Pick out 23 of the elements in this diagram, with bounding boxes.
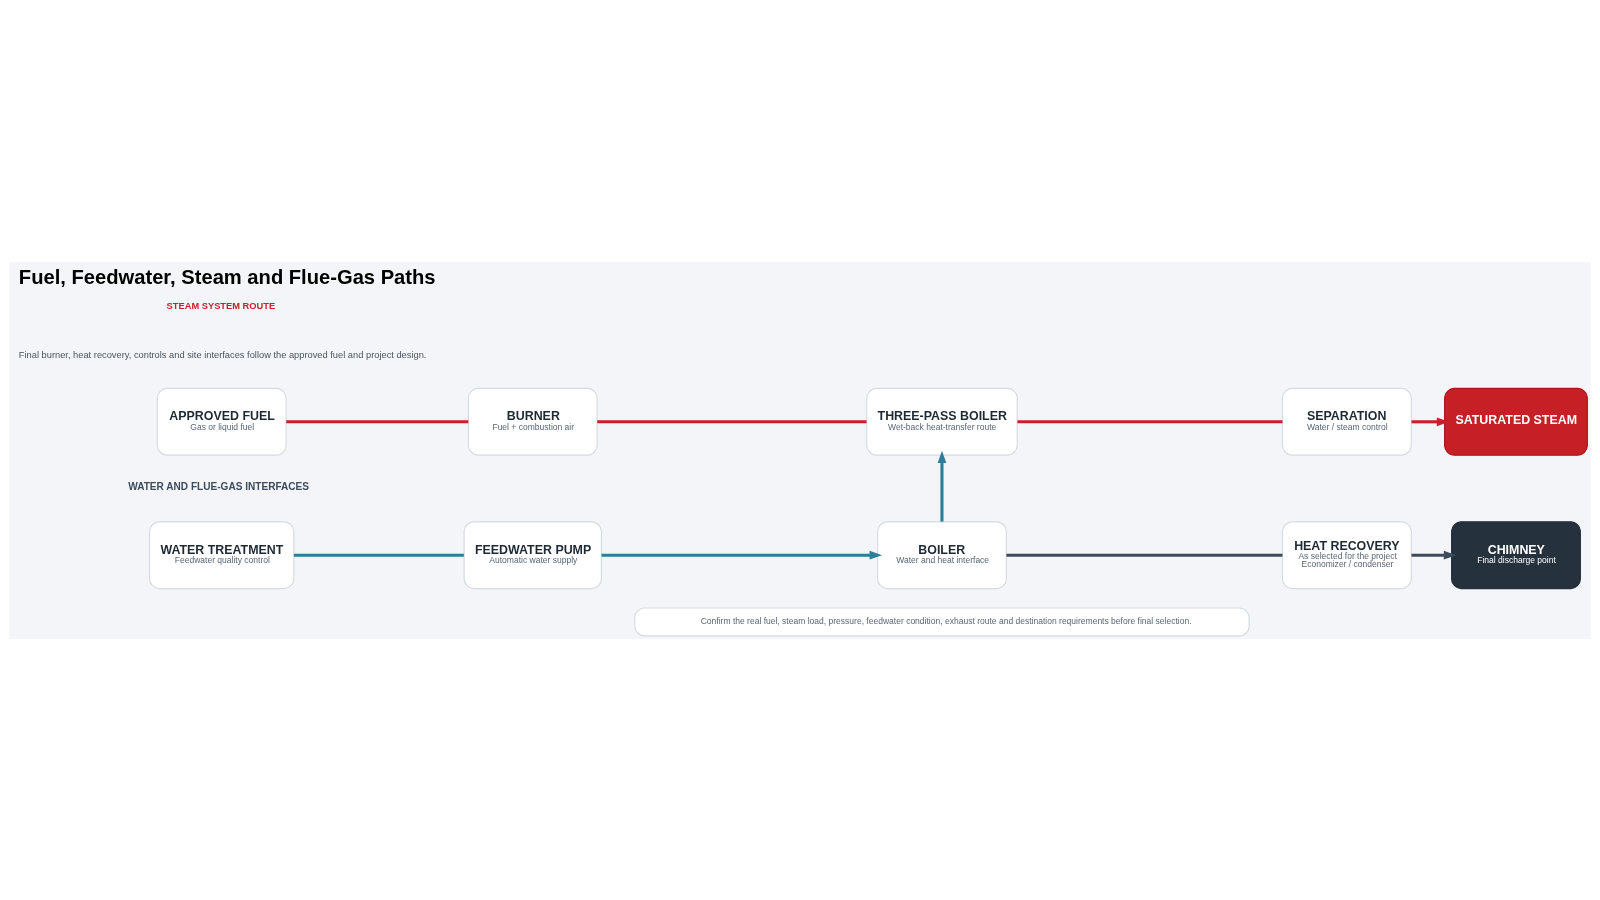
- label: Final burner, heat recovery, controls and site interfaces follow the approved fuel and project design.: [18, 348, 427, 359]
- node-box: Confirm the real fuel, steam load, pressure, feedwater condition, exhaust route and destination requirements before final selection.: [634, 606, 1250, 636]
- connector: [1017, 419, 1283, 423]
- node-box: THREE-PASS BOILER Wet-back heat-transfer route: [866, 387, 1018, 456]
- diagram-title: Fuel, Feedwater, Steam and Flue-Gas Paths: [18, 265, 436, 288]
- label: STEAM SYSTEM ROUTE: [166, 300, 276, 311]
- connector: [286, 419, 469, 423]
- connector: [597, 419, 867, 423]
- arrow: [937, 450, 947, 522]
- node-box: SATURATED STEAM: [1444, 387, 1588, 456]
- arrow: [1411, 550, 1457, 560]
- node-box: BOILER Water and heat interface: [877, 520, 1007, 589]
- label: WATER AND FLUE-GAS INTERFACES: [128, 480, 310, 492]
- arrow: [601, 550, 883, 560]
- connector: [293, 553, 464, 557]
- connector: [1006, 553, 1283, 557]
- node-box: HEAT RECOVERY As selected for the project Economizer / condenser: [1281, 520, 1412, 589]
- node-box: SEPARATION Water / steam control: [1281, 387, 1412, 456]
- node-box: APPROVED FUEL Gas or liquid fuel: [156, 387, 287, 456]
- node-box: BURNER Fuel + combustion air: [467, 387, 598, 456]
- node-box: WATER TREATMENT Feedwater quality control: [149, 520, 295, 589]
- node-box: FEEDWATER PUMP Automatic water supply: [463, 520, 602, 589]
- node-box: CHIMNEY Final discharge point: [1451, 520, 1581, 589]
